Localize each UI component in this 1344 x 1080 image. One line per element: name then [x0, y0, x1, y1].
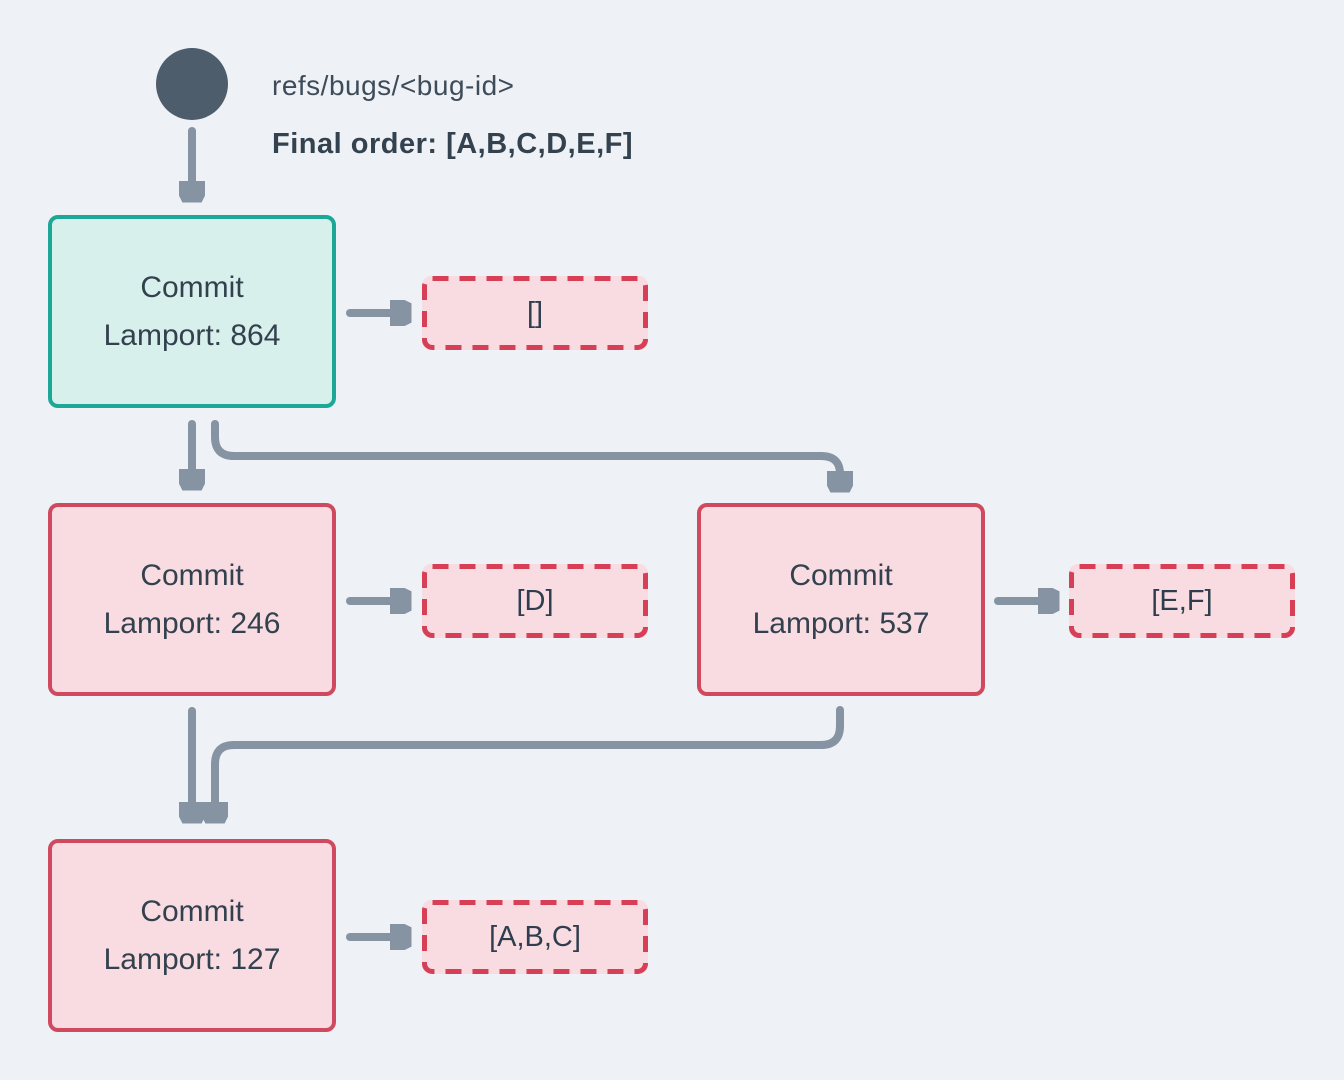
operations-node-ef: [E,F] — [1069, 564, 1295, 638]
operations-value: [E,F] — [1151, 584, 1213, 617]
ref-label: refs/bugs/<bug-id> — [272, 70, 515, 101]
commit-node-864: Commit Lamport: 864 — [48, 215, 336, 408]
ref-head-dot — [156, 48, 228, 120]
commit-lamport: Lamport: 537 — [752, 606, 930, 640]
final-order-label: Final order: [A,B,C,D,E,F] — [272, 128, 633, 160]
operations-value: [D] — [516, 584, 554, 617]
commit-node-537: Commit Lamport: 537 — [697, 503, 985, 696]
operations-node-empty: [] — [422, 276, 648, 350]
edge-commit-537-to-commit-127 — [215, 706, 844, 805]
commit-lamport: Lamport: 864 — [103, 318, 281, 352]
dashed-border — [1069, 564, 1295, 638]
commit-lamport: Lamport: 246 — [103, 606, 281, 640]
commit-title: Commit — [140, 558, 244, 592]
commit-title: Commit — [140, 894, 244, 928]
dashed-border — [422, 276, 648, 350]
commit-node-127: Commit Lamport: 127 — [48, 839, 336, 1032]
dashed-border — [422, 900, 648, 974]
operations-node-d: [D] — [422, 564, 648, 638]
commit-title: Commit — [789, 558, 893, 592]
commit-node-246: Commit Lamport: 246 — [48, 503, 336, 696]
operations-value: [] — [526, 296, 544, 329]
edge-commit-864-to-commit-537 — [211, 420, 840, 474]
operations-value: [A,B,C] — [489, 920, 581, 953]
commit-lamport: Lamport: 127 — [103, 942, 281, 976]
commit-title: Commit — [140, 270, 244, 304]
dashed-border — [422, 564, 648, 638]
operations-node-abc: [A,B,C] — [422, 900, 648, 974]
